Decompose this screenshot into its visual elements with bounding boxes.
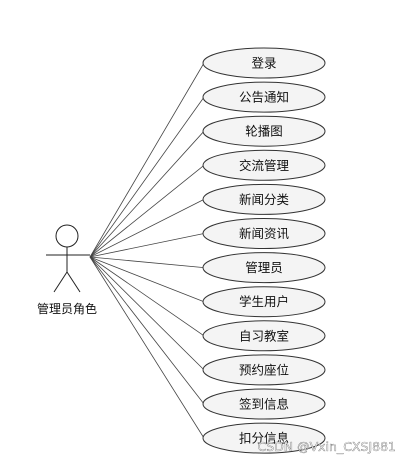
use-case-label: 自习教室 [239, 328, 289, 343]
use-case-study-room[interactable]: 自习教室 [202, 320, 326, 352]
use-case-carousel[interactable]: 轮播图 [202, 115, 326, 147]
use-cases: 登录公告通知轮播图交流管理新闻分类新闻资讯管理员学生用户自习教室预约座位签到信息… [202, 47, 326, 454]
use-case-ellipse [202, 149, 326, 181]
association-line-seat-reservation [89, 256, 205, 371]
use-case-label: 交流管理 [239, 158, 290, 173]
association-lines [89, 62, 205, 439]
use-case-ellipse [202, 81, 326, 113]
association-line-sign-in-info [89, 256, 205, 405]
association-line-administrator [89, 256, 205, 268]
association-line-study-room [89, 256, 205, 337]
association-line-student-user [89, 256, 205, 303]
actor-head [55, 224, 79, 248]
association-line-exchange-management [89, 164, 205, 258]
actor: 管理员角色 [37, 224, 97, 316]
use-case-label: 签到信息 [239, 397, 289, 412]
association-line-news [89, 233, 205, 258]
use-case-label: 新闻分类 [239, 192, 290, 207]
use-case-label: 学生用户 [239, 294, 289, 309]
use-case-login[interactable]: 登录 [202, 47, 326, 79]
use-case-news-category[interactable]: 新闻分类 [202, 183, 326, 215]
association-line-carousel [89, 130, 205, 258]
use-case-label: 登录 [251, 56, 276, 71]
use-case-label: 新闻资讯 [239, 226, 290, 241]
use-case-sign-in-info[interactable]: 签到信息 [202, 388, 326, 420]
association-line-login [89, 62, 205, 258]
use-case-ellipse [202, 47, 326, 79]
use-case-deduction-info[interactable]: 扣分信息 [202, 422, 326, 454]
use-case-student-user[interactable]: 学生用户 [202, 286, 326, 318]
use-case-ellipse [202, 320, 326, 352]
use-case-label: 轮播图 [245, 124, 283, 139]
use-case-ellipse [202, 115, 326, 147]
use-case-seat-reservation[interactable]: 预约座位 [202, 354, 326, 386]
association-line-deduction-info [89, 256, 205, 439]
actor-label: 管理员角色 [37, 301, 97, 316]
use-case-ellipse [202, 252, 326, 284]
use-case-label: 预约座位 [239, 362, 289, 377]
use-case-ellipse [202, 354, 326, 386]
use-case-ellipse [202, 388, 326, 420]
use-case-ellipse [202, 183, 326, 215]
association-line-news-category [89, 199, 205, 258]
actor-left-leg [53, 271, 68, 293]
use-case-label: 公告通知 [239, 90, 289, 105]
association-line-announcement [89, 96, 205, 258]
use-case-ellipse [202, 218, 326, 249]
use-case-news[interactable]: 新闻资讯 [202, 218, 326, 249]
use-case-label: 管理员 [245, 260, 283, 275]
actor-right-leg [66, 271, 81, 293]
use-case-ellipse [202, 286, 326, 318]
use-case-exchange-management[interactable]: 交流管理 [202, 149, 326, 181]
use-case-label: 扣分信息 [239, 431, 289, 446]
use-case-announcement[interactable]: 公告通知 [202, 81, 326, 113]
watermark: CSDN @Vxin_CXSJ881 [258, 439, 396, 454]
use-case-ellipse [202, 422, 326, 454]
use-case-administrator[interactable]: 管理员 [202, 252, 326, 284]
